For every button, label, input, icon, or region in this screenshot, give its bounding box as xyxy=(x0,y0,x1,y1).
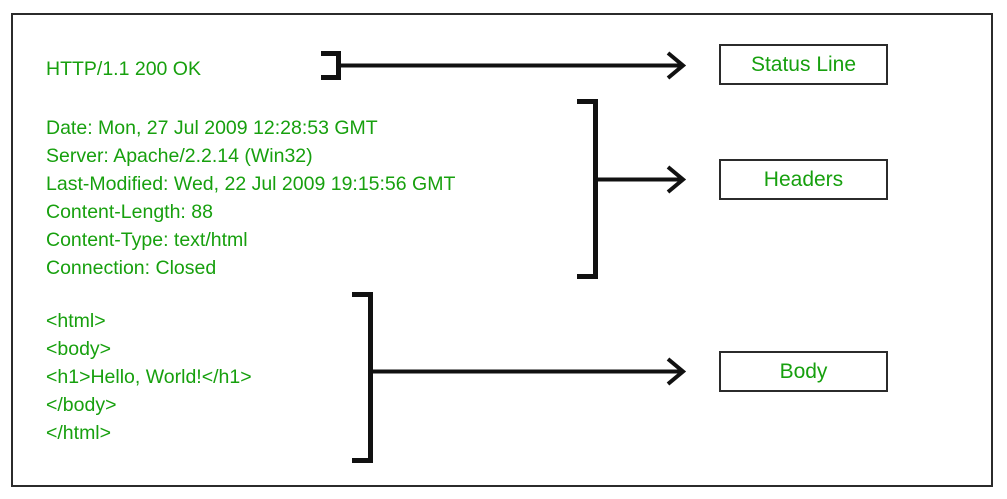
label-box-body-text: Body xyxy=(779,360,828,383)
label-box-status-line-text: Status Line xyxy=(750,53,857,76)
label-box-body: Body xyxy=(719,351,888,392)
label-box-status-line: Status Line xyxy=(719,44,888,85)
label-box-headers-text: Headers xyxy=(763,168,844,191)
label-box-headers: Headers xyxy=(719,159,888,200)
headers-text-block: Date: Mon, 27 Jul 2009 12:28:53 GMT Serv… xyxy=(46,117,456,279)
diagram-frame xyxy=(11,13,993,487)
body-text-block: <html> <body> <h1>Hello, World!</h1> </b… xyxy=(46,310,252,444)
status-line-text: HTTP/1.1 200 OK xyxy=(46,58,201,80)
